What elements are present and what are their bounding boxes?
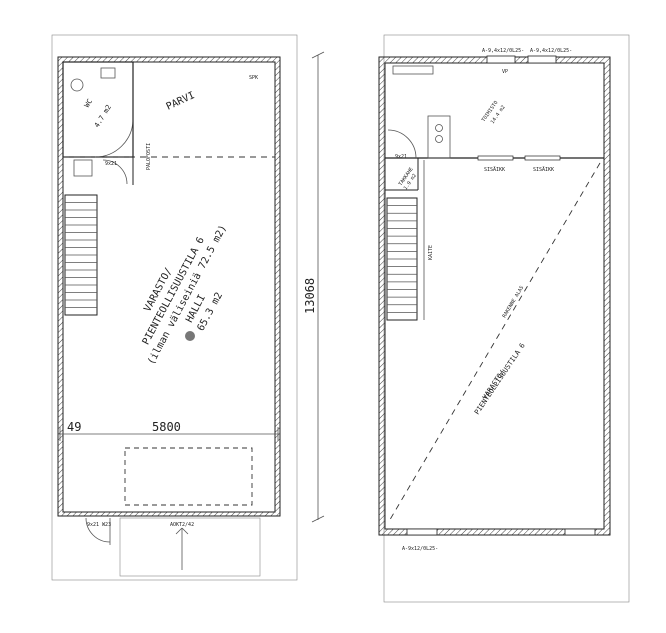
dim-total-label: 13068 [303,278,317,314]
kitchenette-icon [427,115,451,159]
office-door-swing [387,129,417,159]
bottom-window-label: A-9x12/0L25- [402,546,438,552]
sink-icon [100,67,116,79]
right-inner-space [384,62,605,530]
palofosti-label: PALOFOSTI [146,143,152,170]
washbasin-icon [73,159,93,177]
diagonal-void-line [387,162,601,524]
wc-door-swing [94,119,134,158]
spk-label: SPK [249,75,258,81]
bottom-window-2 [564,528,596,536]
mid-window-2-label: SISÄIKK [533,166,554,173]
bottom-window-1 [406,528,438,536]
left-floor-plan: WC 4.7 m2 PARVI SPK PALOFOSTI 9x21 VARAS… [51,34,325,581]
railing-text: KAITE [428,245,434,260]
right-floor-plan: A-9,4x12/0L25- A-9,4x12/0L25- VP TOIMIST… [378,34,630,603]
loading-door-outline [124,447,253,506]
entrance-door-swing [85,517,111,543]
right-staircase [386,197,418,321]
vp-label: VP [502,69,508,75]
door-swing-small [102,159,128,185]
vent-box [392,65,434,75]
left-staircase [64,194,98,316]
top-window-left-label: A-9,4x12/0L25- [482,48,524,54]
door-bottom-left-label: 9x21 W23 [87,522,111,528]
top-window-right-label: A-9,4x12/0L25- [530,48,572,54]
canopy-outline [119,517,261,577]
wc-label: WC [83,98,94,109]
door-bottom-right-label: AOKT2/42 [170,522,194,528]
top-window-1 [486,55,516,64]
door-label-small: 9x21 [105,161,117,167]
mid-window-1-label: SISÄIKK [484,166,505,173]
mid-window-2 [524,155,561,161]
door-small-right: 9x21 [395,154,407,160]
dim-small-label: 49 [67,420,81,434]
column-marker [185,331,195,341]
left-frame [51,34,298,581]
dim-width-label: 5800 [152,420,181,434]
top-window-2 [527,55,557,64]
left-inner-space [62,61,276,513]
mid-window-1 [477,155,514,161]
toilet-icon [70,78,84,92]
